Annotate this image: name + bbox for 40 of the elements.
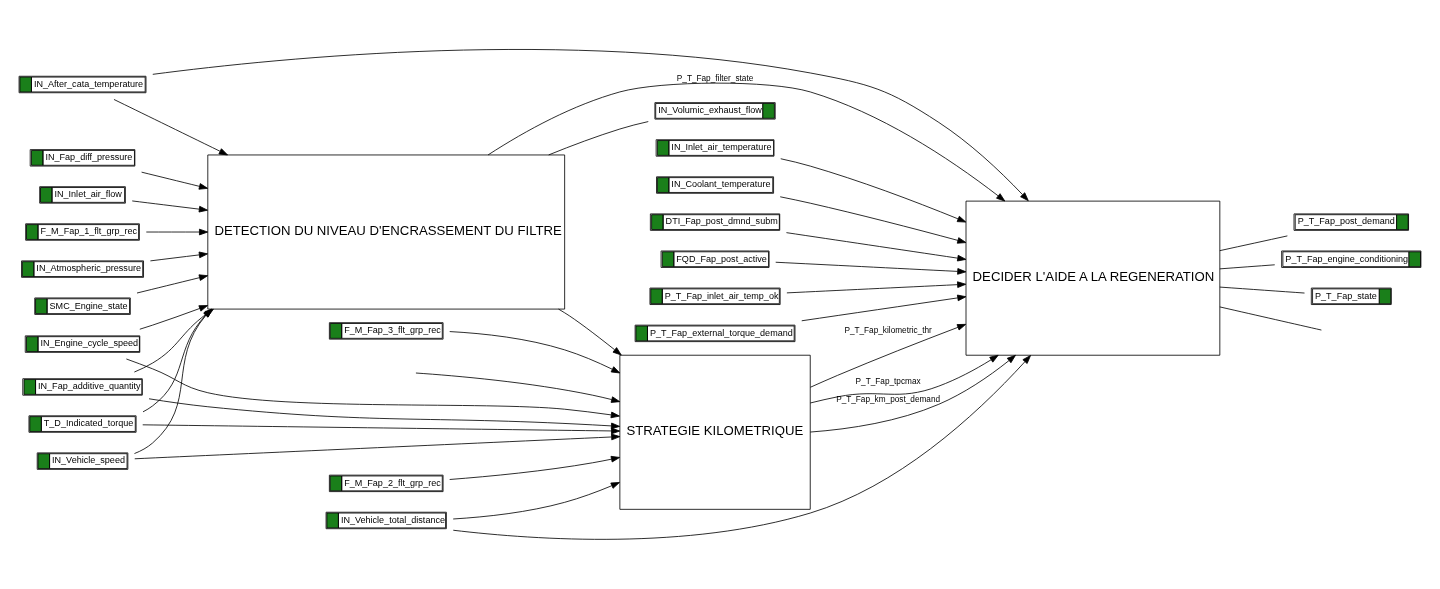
- arrow: [487, 82, 1006, 202]
- arrow: [131, 200, 208, 213]
- arrow: [145, 228, 209, 236]
- arrow: [779, 196, 967, 244]
- arrow: [452, 355, 1031, 540]
- edge-label: P_T_Fap_kilometric_thr: [844, 326, 932, 336]
- node-box: DECIDER L'AIDE A LA REGENERATION: [965, 200, 1221, 356]
- arrow: [809, 354, 1016, 433]
- edge-label: P_T_Fap_km_post_demand: [836, 394, 941, 404]
- arrow: [558, 308, 622, 356]
- arrow: [134, 433, 621, 460]
- connector: [1219, 264, 1276, 270]
- arrow: [801, 294, 967, 322]
- arrow: [148, 398, 621, 430]
- arrow: [152, 49, 1029, 202]
- arrow: [415, 372, 621, 403]
- arrow: [136, 274, 209, 294]
- connector: [1219, 286, 1305, 294]
- connector: [1219, 306, 1322, 331]
- arrow: [113, 99, 228, 156]
- arrow: [125, 358, 620, 419]
- arrow: [809, 354, 999, 404]
- arrow: [786, 281, 967, 294]
- node-box: STRATEGIE KILOMETRIQUE: [619, 354, 811, 510]
- edge-label: P_T_Fap_tpcmax: [855, 376, 921, 386]
- arrow: [139, 305, 208, 330]
- arrow: [449, 455, 621, 480]
- arrow: [141, 171, 208, 190]
- arrow: [775, 261, 967, 275]
- edge-label: P_T_Fap_filter_state: [676, 74, 754, 84]
- arrow: [810, 323, 967, 388]
- connector: [548, 121, 649, 156]
- connector: [1219, 235, 1288, 252]
- arrow: [780, 158, 967, 223]
- arrow: [786, 232, 967, 262]
- node-box: DETECTION DU NIVEAU D'ENCRASSEMENT DU FILTRE: [207, 154, 566, 310]
- arrow: [142, 424, 621, 435]
- arrow: [150, 251, 208, 262]
- arrow: [452, 482, 620, 520]
- arrow: [449, 331, 621, 374]
